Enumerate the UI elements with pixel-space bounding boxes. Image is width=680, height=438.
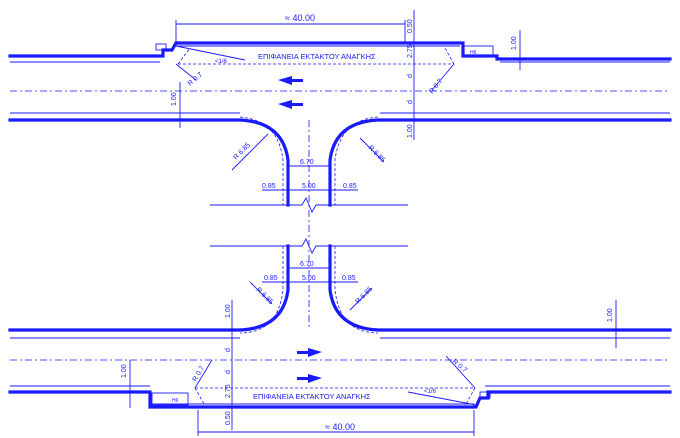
bottom-curb-radius-right <box>334 246 379 334</box>
bottom-cross-edge-right: 0.85 <box>342 275 356 282</box>
top-lane-d-1: d <box>407 74 414 78</box>
bottom-radius-large-leader <box>249 281 373 311</box>
top-radius-large-leader <box>231 133 385 171</box>
bottom-dim-length-line <box>197 410 475 436</box>
top-lane-d-2: d <box>407 100 414 104</box>
bottom-radius-small-right: R 0.7 <box>451 358 468 374</box>
bottom-shoulder-b: 2.75 <box>225 384 232 398</box>
top-arrow-1 <box>278 76 303 85</box>
bottom-shoulder-a: 0.50 <box>225 411 232 425</box>
top-radius-small-right: R 0.7 <box>428 78 444 95</box>
bottom-inner-edge-right <box>328 244 672 332</box>
top-ratio-label: <1/6 <box>215 59 228 65</box>
bottom-ratio-label: <1/6 <box>424 389 437 395</box>
bottom-bay-inner-line <box>10 385 670 405</box>
top-shoulder-a: 0.50 <box>407 19 414 33</box>
bottom-inner-edge-left <box>8 244 290 332</box>
bottom-carriageway <box>8 244 672 409</box>
top-arrow-2 <box>278 100 303 109</box>
top-bay-label: ΕΠΙΦΑΝΕΙΑ ΕΚΤΑΚΤΟΥ ΑΝΑΓΚΗΣ <box>258 52 376 61</box>
bottom-cross-inner-label: 5.00 <box>302 275 316 282</box>
top-radius-large-left: R 6.85 <box>232 142 252 162</box>
top-cross-edge-right: 0.85 <box>343 183 357 190</box>
break-line-top <box>210 196 408 214</box>
bottom-lane-d-1: d <box>225 348 232 352</box>
top-edge-left-label: 1.00 <box>171 92 178 106</box>
bottom-bay-label: ΕΠΙΦΑΝΕΙΑ ΕΚΤΑΚΤΟΥ ΑΝΑΓΚΗΣ <box>253 392 371 401</box>
bottom-dim-length-label: ≈ 40.00 <box>325 422 355 432</box>
bottom-edge-right-label: 1.00 <box>607 308 614 322</box>
top-box-left <box>155 43 167 51</box>
bottom-radius-small-leader <box>194 355 476 389</box>
top-inner-edge <box>8 118 290 207</box>
bottom-edge-left-label: 1.00 <box>225 304 232 318</box>
top-carriageway <box>8 41 672 207</box>
top-dim-length-line <box>175 20 406 44</box>
top-edge-right-label: 1.00 <box>407 124 414 138</box>
top-inner-edge-right <box>328 118 672 207</box>
top-taper-left <box>175 45 246 61</box>
top-outer-edge <box>8 41 672 61</box>
bottom-taper-right <box>407 391 477 406</box>
bottom-cross-edge-left: 0.85 <box>264 275 278 282</box>
top-bay-inner-line <box>10 45 670 63</box>
top-radius-small-leader <box>175 63 455 91</box>
top-box-right <box>462 45 494 57</box>
bottom-bay-boundary <box>194 387 476 405</box>
top-bay-boundary <box>177 47 455 65</box>
bottom-curb-radius-left <box>239 246 284 334</box>
bottom-lane-d-2: d <box>225 370 232 374</box>
top-dim-length-label: ≈ 40.00 <box>285 13 315 23</box>
top-cross-edge-left: 0.85 <box>262 183 276 190</box>
top-cross-inner-label: 5.00 <box>302 183 316 190</box>
bottom-arrow-1 <box>297 348 322 357</box>
top-bay-depth-label: 1.00 <box>511 36 518 50</box>
top-curb-radius-left <box>239 116 284 205</box>
top-box-label: Η6 <box>470 50 477 56</box>
bottom-box-right <box>479 391 491 399</box>
bottom-outer-edge <box>8 390 672 409</box>
bottom-bay-depth-label: 1.00 <box>121 364 128 378</box>
top-shoulder-b: 2.75 <box>407 44 414 58</box>
bottom-cross-total-label: 6.70 <box>300 261 314 268</box>
bottom-box-label: Η6 <box>172 398 179 404</box>
top-cross-total-label: 6.70 <box>300 159 314 166</box>
bottom-arrow-2 <box>297 374 322 383</box>
top-curb-radius-right <box>334 116 379 205</box>
bottom-box-left <box>151 392 189 406</box>
